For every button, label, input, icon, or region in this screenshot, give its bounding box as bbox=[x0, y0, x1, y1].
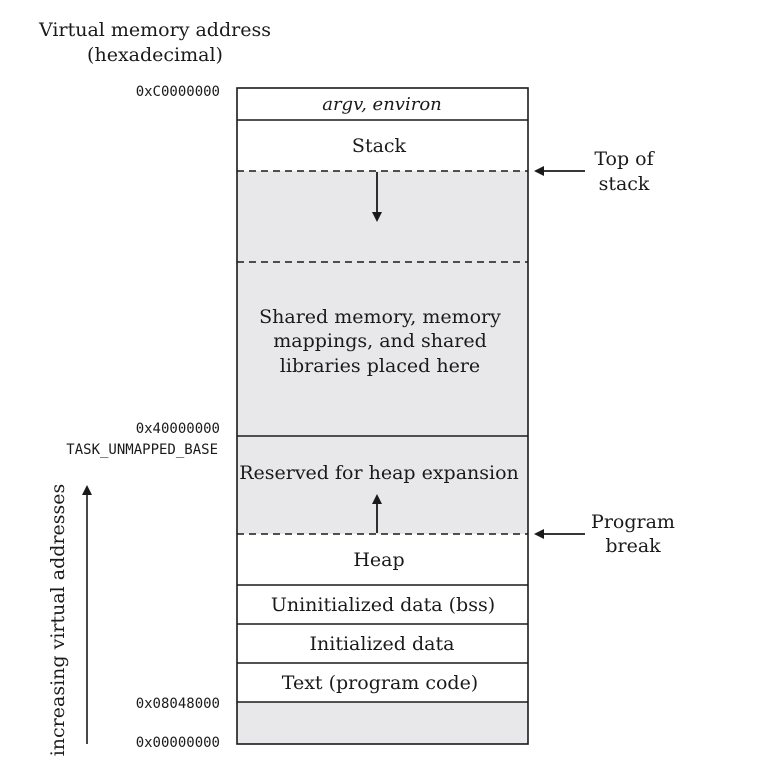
segment-shared-line-1: Shared memory, memory bbox=[259, 306, 501, 328]
address-top: 0xC0000000 bbox=[136, 84, 220, 100]
address-zero: 0x00000000 bbox=[136, 735, 220, 751]
segment-shared-line-3: libraries placed here bbox=[280, 355, 480, 377]
address-text-start: 0x08048000 bbox=[136, 696, 220, 712]
header-line-2: (hexadecimal) bbox=[87, 44, 223, 66]
segment-stack: Stack bbox=[352, 135, 407, 157]
segment-initialized-data: Initialized data bbox=[310, 633, 455, 655]
segment-bss: Uninitialized data (bss) bbox=[271, 594, 495, 616]
program-break-line-2: break bbox=[605, 535, 661, 557]
segment-text: Text (program code) bbox=[282, 672, 478, 694]
increasing-addresses-label: increasing virtual addresses bbox=[47, 484, 69, 757]
address-mid-name: TASK_UNMAPPED_BASE bbox=[66, 442, 218, 458]
memory-column bbox=[236, 87, 529, 745]
segment-shared-line-2: mappings, and shared bbox=[273, 330, 487, 352]
top-of-stack-line-1: Top of bbox=[594, 148, 655, 170]
header-line-1: Virtual memory address bbox=[38, 19, 271, 41]
address-mid: 0x40000000 bbox=[136, 421, 220, 437]
segment-reserved-heap: Reserved for heap expansion bbox=[239, 462, 519, 484]
unmapped-region-upper bbox=[237, 171, 528, 436]
low-unmapped-region bbox=[237, 702, 528, 744]
segment-argv-environ: argv, environ bbox=[322, 94, 442, 115]
program-break-line-1: Program bbox=[591, 511, 675, 533]
segment-heap: Heap bbox=[353, 549, 404, 571]
top-of-stack-line-2: stack bbox=[599, 173, 650, 195]
heap-expansion-region bbox=[237, 436, 528, 534]
